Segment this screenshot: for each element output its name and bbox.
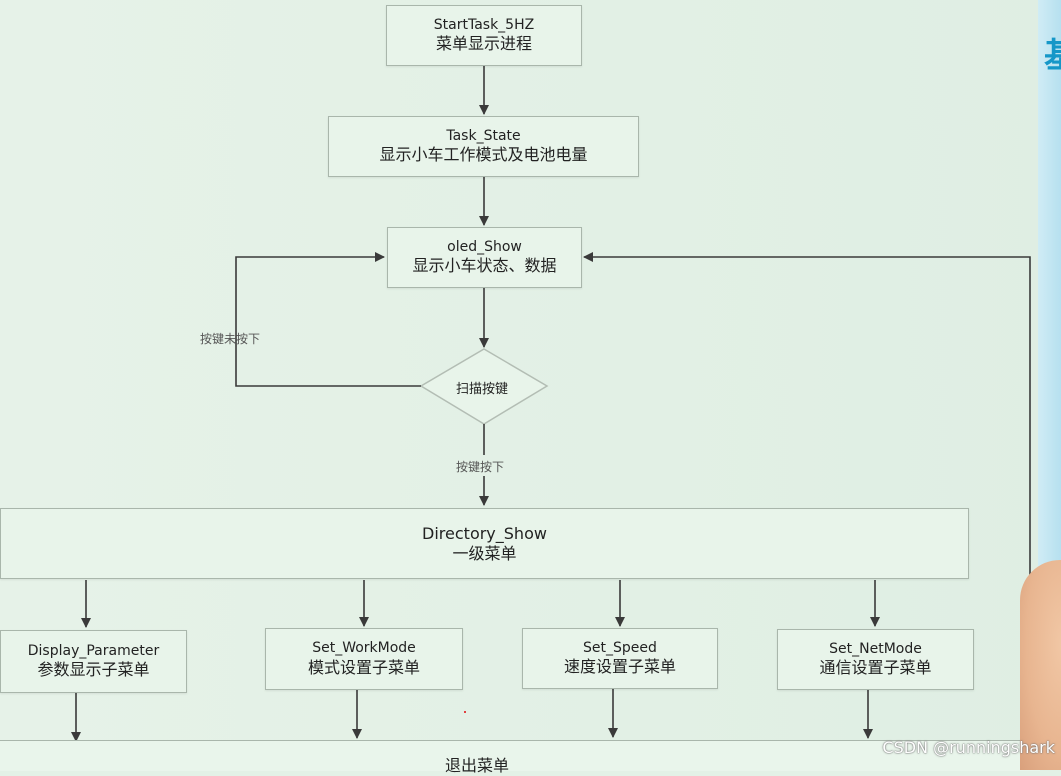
node-oled-show-cn: 显示小车状态、数据 xyxy=(412,256,557,276)
node-directory-show-cn: 一级菜单 xyxy=(452,543,517,563)
node-set-speed: Set_Speed 速度设置子菜单 xyxy=(522,628,718,689)
node-set-netmode-cn: 通信设置子菜单 xyxy=(819,658,932,678)
node-oled-show: oled_Show 显示小车状态、数据 xyxy=(387,227,582,288)
edge-label-key-not-pressed: 按键未按下 xyxy=(200,332,261,346)
node-task-state-en: Task_State xyxy=(446,127,521,144)
node-start-task-cn: 菜单显示进程 xyxy=(435,34,532,54)
node-set-workmode-cn: 模式设置子菜单 xyxy=(307,657,420,677)
side-title: 基 xyxy=(1044,28,1061,77)
presenter-figure xyxy=(1020,560,1061,770)
stray-dot xyxy=(464,711,466,713)
node-set-workmode: Set_WorkMode 模式设置子菜单 xyxy=(265,628,463,690)
node-set-netmode: Set_NetMode 通信设置子菜单 xyxy=(777,629,974,690)
watermark: CSDN @runningshark xyxy=(882,738,1055,757)
node-directory-show-en: Directory_Show xyxy=(422,523,547,543)
node-exit-menu-label: 退出菜单 xyxy=(445,756,510,775)
node-display-parameter-en: Display_Parameter xyxy=(27,642,160,659)
node-directory-show: Directory_Show 一级菜单 xyxy=(0,508,969,579)
node-start-task-en: StartTask_5HZ xyxy=(433,16,535,33)
arrow-loop-not-pressed xyxy=(235,252,421,387)
node-set-speed-cn: 速度设置子菜单 xyxy=(563,657,676,677)
node-start-task: StartTask_5HZ 菜单显示进程 xyxy=(386,5,582,66)
node-set-speed-en: Set_Speed xyxy=(583,639,657,656)
node-scan-keys-label: 扫描按键 xyxy=(456,382,509,397)
node-display-parameter: Display_Parameter 参数显示子菜单 xyxy=(0,630,187,693)
node-task-state: Task_State 显示小车工作模式及电池电量 xyxy=(328,116,639,177)
node-set-netmode-en: Set_NetMode xyxy=(829,640,922,657)
edge-label-key-pressed: 按键按下 xyxy=(456,460,505,474)
node-task-state-cn: 显示小车工作模式及电池电量 xyxy=(379,145,588,165)
node-display-parameter-cn: 参数显示子菜单 xyxy=(37,660,150,680)
node-oled-show-en: oled_Show xyxy=(447,238,522,255)
node-set-workmode-en: Set_WorkMode xyxy=(312,640,416,657)
